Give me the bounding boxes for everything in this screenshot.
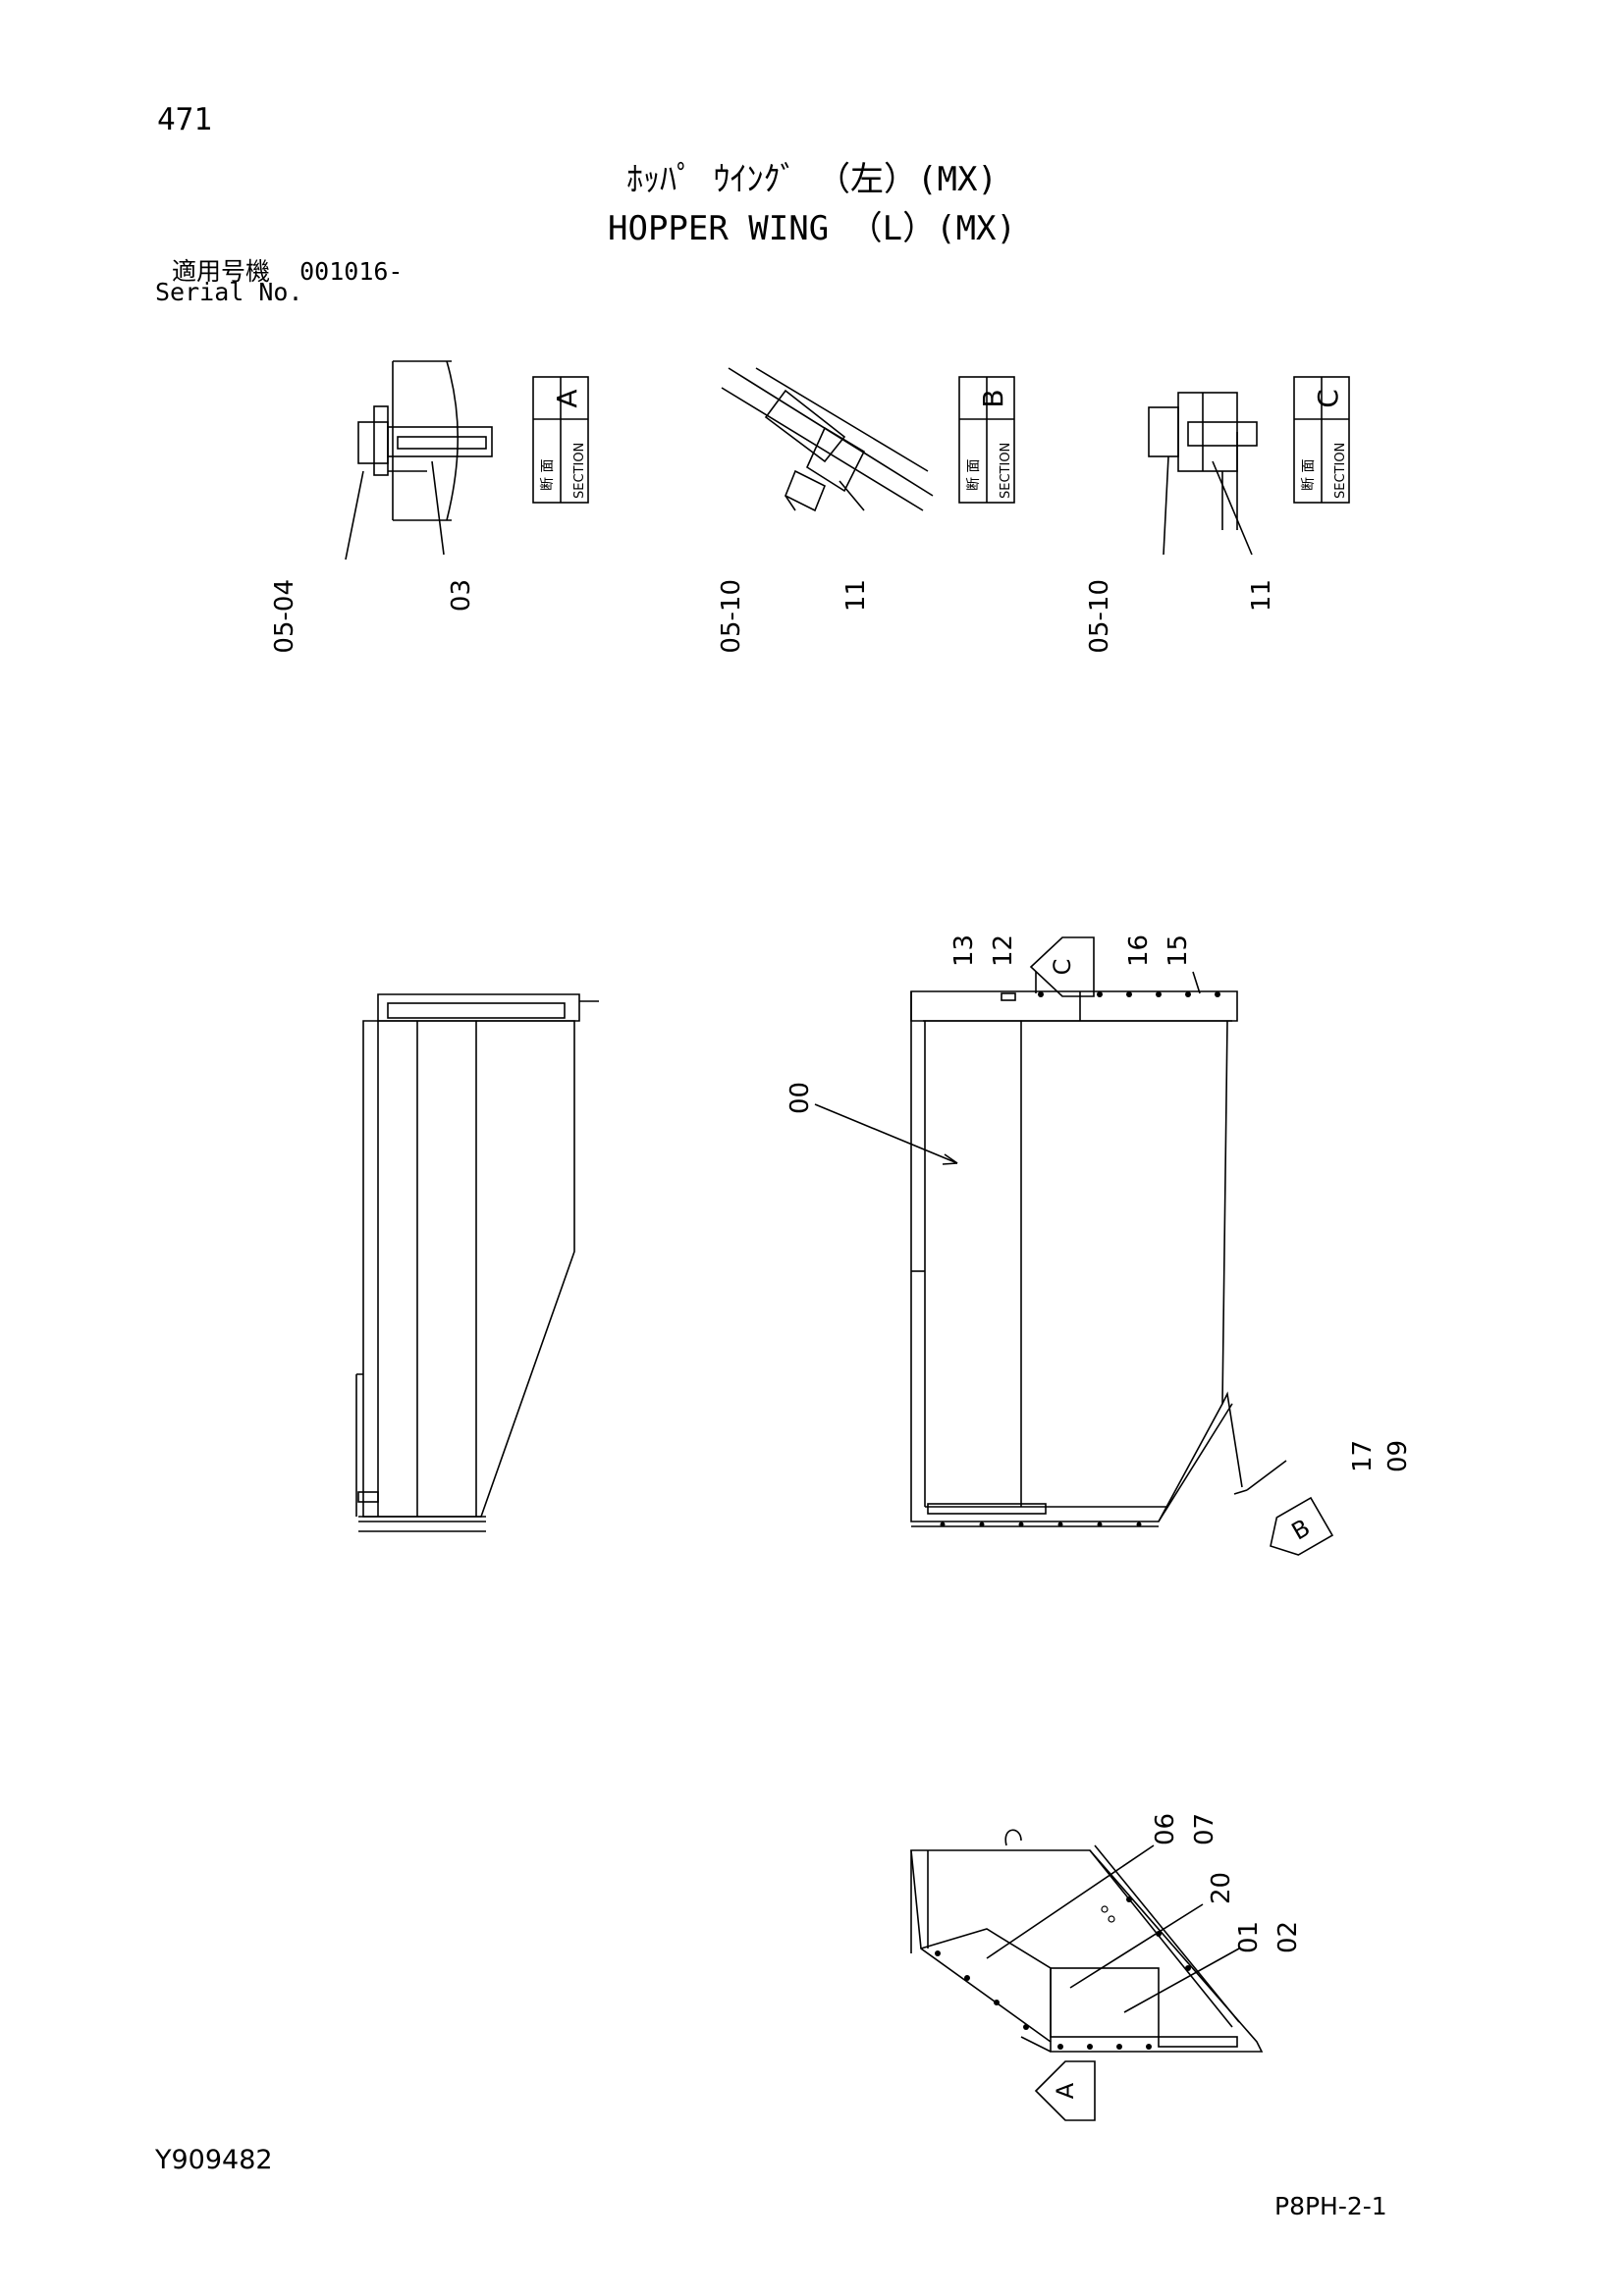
serial-label-jp: 適用号機: [172, 257, 271, 286]
section-c-detail: [1148, 392, 1258, 556]
bottom-leaders: [986, 1844, 1240, 2013]
serial-row: 適用号機 001016-: [172, 252, 403, 288]
callout-01: 01: [1234, 1921, 1264, 1953]
section-b-letter: B: [977, 389, 1009, 407]
callout-c-1: 05-10: [1085, 579, 1114, 654]
callout-20: 20: [1207, 1872, 1236, 1904]
section-b-jp: 断 面: [966, 459, 982, 491]
view-marker-c: C: [1029, 936, 1095, 997]
side-view: [355, 993, 599, 1532]
view-marker-a: A: [1034, 2060, 1096, 2121]
callout-a-2: 03: [447, 579, 476, 612]
section-a-detail: [345, 360, 493, 561]
title-english: HOPPER WING （L）(MX): [608, 209, 1016, 248]
section-c-jp: 断 面: [1301, 459, 1317, 491]
callout-c-2: 11: [1247, 579, 1276, 612]
callout-15: 15: [1164, 934, 1193, 967]
section-b-detail: [721, 367, 934, 512]
callout-06: 06: [1151, 1813, 1180, 1845]
section-c-en: SECTION: [1333, 443, 1348, 499]
section-c-letter: C: [1312, 389, 1344, 408]
view-marker-b: B: [1270, 1496, 1334, 1556]
callout-b-1: 05-10: [717, 579, 746, 654]
section-b-en: SECTION: [999, 443, 1013, 499]
svg-text:C: C: [1049, 959, 1076, 976]
callout-07: 07: [1190, 1813, 1219, 1845]
front-leaders: [814, 971, 1287, 1495]
callout-16: 16: [1124, 934, 1154, 967]
section-a-en: SECTION: [572, 443, 587, 499]
front-view: [910, 990, 1243, 1527]
svg-text:B: B: [1287, 1514, 1315, 1545]
serial-label-en: Serial No.: [155, 278, 303, 306]
callout-12: 12: [989, 934, 1018, 967]
section-b-tag: B 断 面 SECTION: [958, 376, 1015, 504]
section-c-tag: C 断 面 SECTION: [1293, 376, 1350, 504]
section-a-jp: 断 面: [540, 459, 556, 491]
callout-02: 02: [1273, 1921, 1303, 1953]
document-code: Y909482: [155, 2145, 273, 2175]
bottom-view: [910, 1829, 1264, 2053]
page-number: 471: [157, 102, 212, 137]
section-a-letter: A: [551, 389, 583, 407]
svg-text:A: A: [1052, 2082, 1079, 2099]
callout-a-1: 05-04: [270, 579, 299, 654]
page-code: P8PH-2-1: [1274, 2192, 1387, 2220]
callout-b-2: 11: [841, 579, 871, 612]
callout-09: 09: [1383, 1440, 1413, 1472]
callout-17: 17: [1348, 1440, 1378, 1472]
callout-13: 13: [949, 934, 979, 967]
title-japanese: ﾎｯﾊﾟ ｳｲﾝｸﾞ （左）(MX): [626, 160, 998, 199]
section-a-tag: A 断 面 SECTION: [532, 376, 589, 504]
serial-value: 001016-: [299, 257, 404, 286]
callout-00: 00: [785, 1082, 815, 1114]
